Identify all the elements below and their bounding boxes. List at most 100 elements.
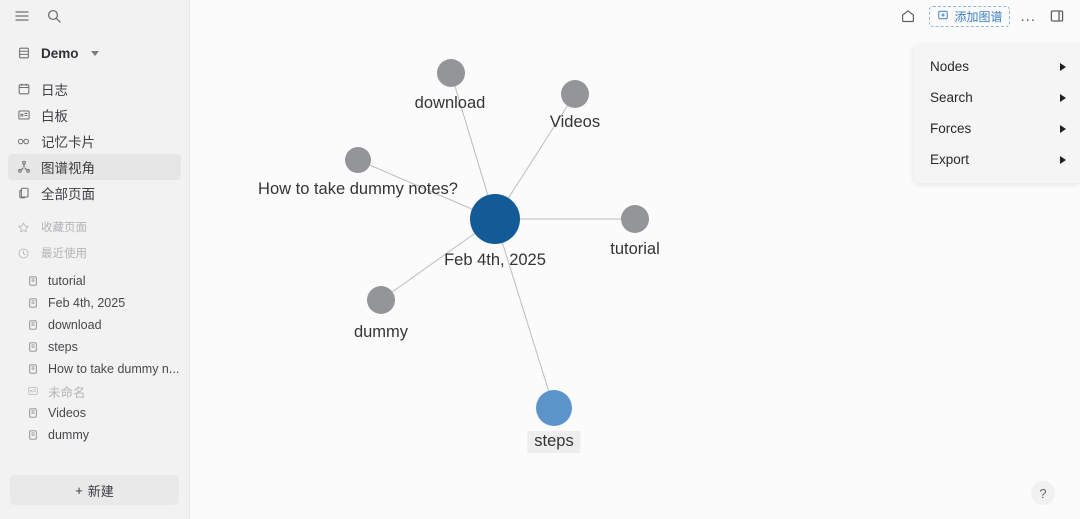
page-icon [26, 297, 39, 310]
sidebar-item-label: 收藏页面 [41, 222, 87, 234]
sidebar-item-label: 日志 [41, 83, 68, 98]
sidebar-item-flashcards[interactable]: 记忆卡片 [8, 128, 181, 154]
clock-icon [16, 246, 31, 261]
list-item[interactable]: How to take dummy n... [8, 358, 181, 380]
chevron-right-icon [1060, 62, 1066, 71]
workspace-section: Demo [0, 40, 189, 66]
menu-item-forces[interactable]: Forces [914, 113, 1080, 144]
home-icon[interactable] [897, 5, 919, 27]
graph-node-label-steps[interactable]: steps [527, 431, 581, 453]
page-icon [26, 341, 39, 354]
plus-icon: + [75, 482, 83, 498]
graph-node-videos[interactable] [561, 80, 589, 108]
graph-options-menu: Nodes Search Forces Export [914, 45, 1080, 183]
list-item-label: tutorial [48, 274, 86, 288]
pages-icon [16, 186, 31, 201]
sidebar-item-favorites[interactable]: 收藏页面 [8, 214, 181, 240]
whiteboard-icon [26, 385, 39, 398]
graph-edge [450, 72, 496, 220]
list-item[interactable]: dummy [8, 424, 181, 446]
graph-node-tutorial[interactable] [621, 205, 649, 233]
menu-item-label: Nodes [930, 59, 970, 74]
list-item[interactable]: tutorial [8, 270, 181, 292]
new-page-label: 新建 [87, 483, 114, 499]
menu-item-label: Export [930, 152, 970, 167]
chevron-right-icon [1060, 93, 1066, 102]
sidebar-item-journal[interactable]: 日志 [8, 76, 181, 102]
sidebar-item-label: 记忆卡片 [41, 135, 95, 150]
list-item[interactable]: Videos [8, 402, 181, 424]
graph-node-label-tutorial[interactable]: tutorial [610, 240, 660, 258]
page-icon [26, 429, 39, 442]
more-options-button[interactable]: ... [1020, 7, 1036, 25]
add-graph-label: 添加图谱 [954, 9, 1003, 24]
sidebar-item-recent[interactable]: 最近使用 [8, 240, 181, 266]
list-item-label: download [48, 318, 102, 332]
add-graph-button[interactable]: 添加图谱 [929, 5, 1011, 27]
menu-item-search[interactable]: Search [914, 82, 1080, 113]
chevron-right-icon [1060, 155, 1066, 164]
database-icon [16, 46, 31, 61]
list-item-label: dummy [48, 428, 89, 442]
sidebar: Demo 日志 白板 [0, 0, 190, 519]
calendar-icon [16, 82, 31, 97]
add-graph-icon [937, 9, 949, 24]
sidebar-item-graph-view[interactable]: 图谱视角 [8, 154, 181, 180]
page-icon [26, 363, 39, 376]
new-page-button[interactable]: + 新建 [10, 475, 179, 505]
graph-node-label-feb[interactable]: Feb 4th, 2025 [444, 251, 546, 269]
list-item-label: Videos [48, 406, 86, 420]
graph-node-download[interactable] [437, 59, 465, 87]
top-toolbar: 添加图谱 ... [897, 0, 1080, 32]
graph-node-howto[interactable] [345, 147, 371, 173]
sidebar-top-bar [0, 0, 189, 32]
graph-node-steps[interactable] [536, 390, 572, 426]
sidebar-spacer [0, 446, 189, 475]
graph-svg [345, 59, 649, 426]
graph-node-label-dummy[interactable]: dummy [353, 323, 409, 341]
right-panel-toggle-icon[interactable] [1046, 5, 1068, 27]
star-icon [16, 220, 31, 235]
primary-nav: 日志 白板 记忆卡片 [0, 76, 189, 206]
graph-node-label-howto[interactable]: How to take dummy notes? [258, 180, 458, 198]
graph-node-label-download[interactable]: download [414, 94, 486, 112]
page-icon [26, 319, 39, 332]
graph-node-dummy[interactable] [367, 286, 395, 314]
graph-edge [494, 218, 555, 409]
recent-list: tutorial Feb 4th, 2025 download steps [0, 270, 189, 446]
list-item[interactable]: download [8, 314, 181, 336]
graph-icon [16, 160, 31, 175]
secondary-nav: 收藏页面 最近使用 [0, 214, 189, 266]
workspace-switcher[interactable]: Demo [8, 40, 181, 66]
hamburger-menu-icon[interactable] [14, 8, 30, 24]
search-icon[interactable] [46, 8, 62, 24]
sidebar-item-label: 白板 [41, 109, 68, 124]
chevron-right-icon [1060, 124, 1066, 133]
menu-item-nodes[interactable]: Nodes [914, 51, 1080, 82]
help-button[interactable]: ? [1031, 481, 1055, 505]
list-item-label: steps [48, 340, 78, 354]
list-item-label: 未命名 [48, 385, 86, 400]
list-item-label: How to take dummy n... [48, 362, 180, 376]
workspace-label: Demo [41, 45, 79, 61]
graph-node-label-videos[interactable]: Videos [549, 113, 601, 131]
list-item[interactable]: Feb 4th, 2025 [8, 292, 181, 314]
infinity-icon [16, 134, 31, 149]
menu-item-label: Search [930, 90, 973, 105]
sidebar-item-label: 最近使用 [41, 248, 87, 260]
whiteboard-icon [16, 108, 31, 123]
page-icon [26, 407, 39, 420]
list-item[interactable]: 未命名 [8, 380, 181, 402]
graph-node-feb[interactable] [470, 194, 520, 244]
sidebar-item-label: 图谱视角 [41, 161, 95, 176]
sidebar-item-whiteboard[interactable]: 白板 [8, 102, 181, 128]
sidebar-item-all-pages[interactable]: 全部页面 [8, 180, 181, 206]
menu-item-export[interactable]: Export [914, 144, 1080, 175]
list-item-label: Feb 4th, 2025 [48, 296, 126, 310]
sidebar-item-label: 全部页面 [41, 187, 95, 202]
list-item[interactable]: steps [8, 336, 181, 358]
page-icon [26, 275, 39, 288]
